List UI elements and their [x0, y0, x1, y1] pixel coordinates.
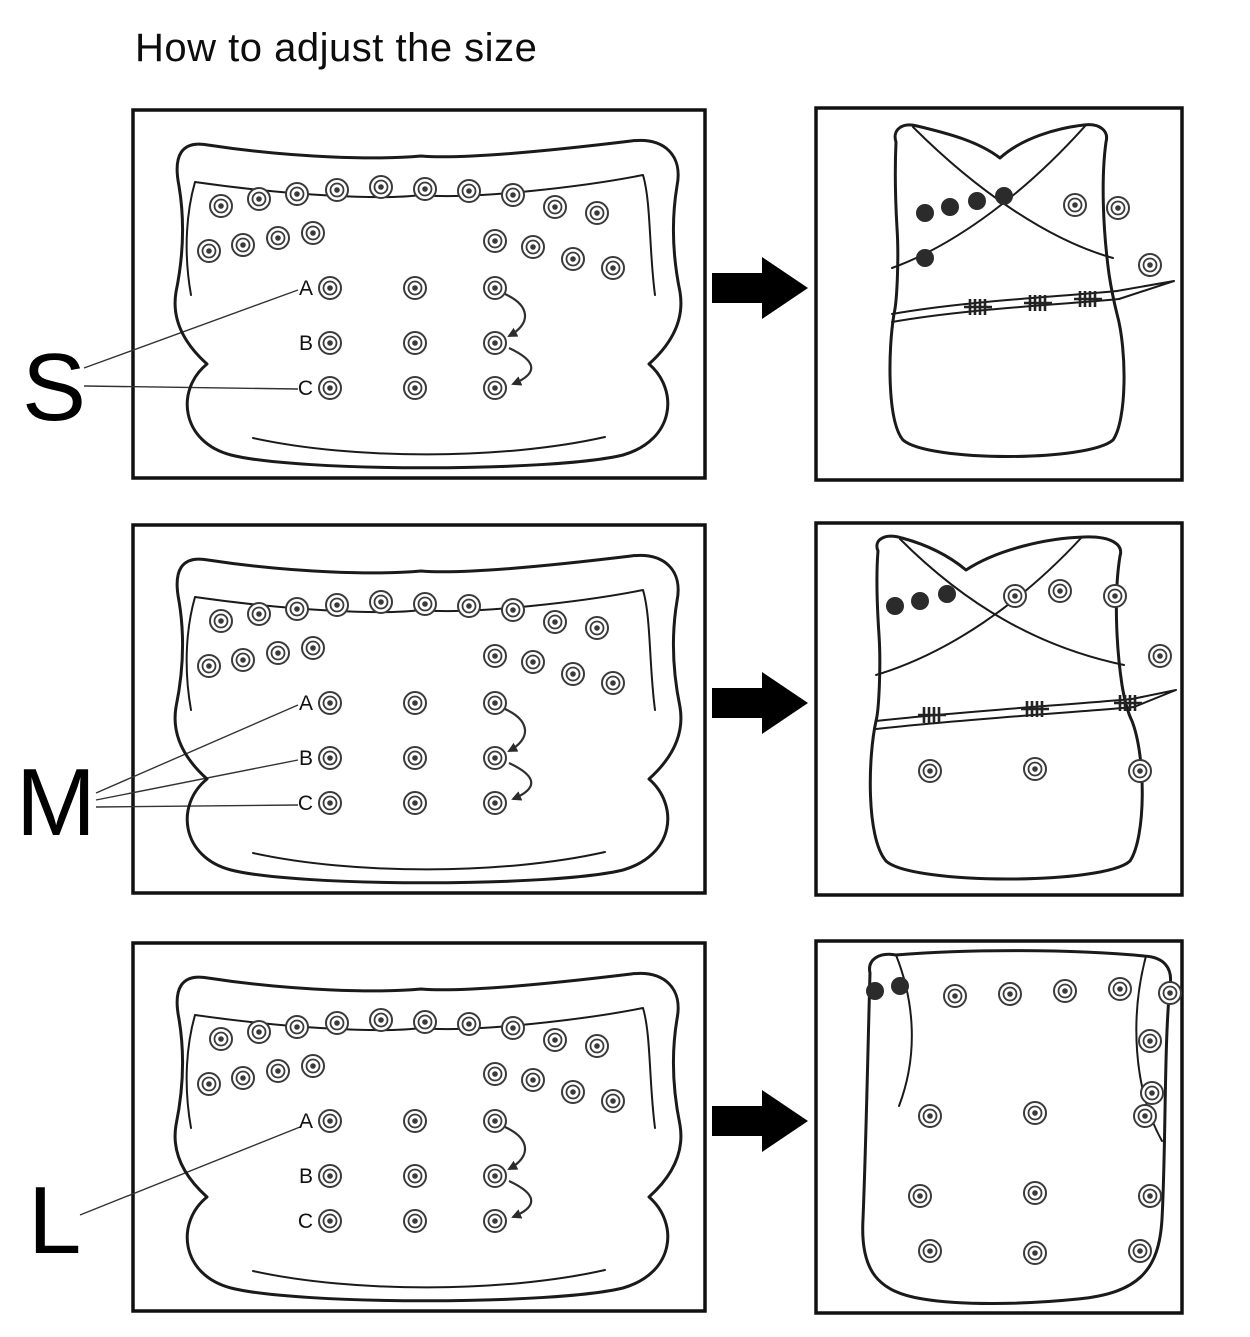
elastic-hatch-mark [1074, 291, 1102, 307]
snap-icon [918, 1239, 942, 1263]
snap-icon [1140, 1081, 1164, 1105]
left-panel-frame [131, 941, 707, 1313]
wing-fold-line [891, 124, 1087, 269]
snap-icon [1103, 584, 1127, 608]
snap-icon [1138, 1029, 1162, 1053]
right-arrow-icon [712, 257, 808, 319]
elastic-hatch-mark [964, 299, 992, 315]
snap-row-label-a: A [299, 277, 313, 300]
wing-fold-line [895, 954, 913, 1107]
snap-row-label-b: B [299, 332, 313, 355]
right-panel-frame [814, 521, 1184, 897]
snap-filled-icon [911, 592, 929, 610]
left-panel-frame [131, 108, 707, 480]
right-arrow-icon [712, 672, 808, 734]
leader-line-to-b [95, 759, 299, 801]
snap-icon [1003, 584, 1027, 608]
snap-icon [1023, 1181, 1047, 1205]
snap-icon [1023, 1241, 1047, 1265]
snap-filled-icon [941, 198, 959, 216]
snap-group [886, 579, 1172, 783]
diaper-folded-drawing-m [868, 534, 1177, 881]
size-row-l: L A B C [28, 939, 1184, 1315]
size-label-m: M [16, 749, 96, 856]
leader-line-to-a [79, 1126, 301, 1216]
snap-row-label-b: B [299, 747, 313, 770]
diaper-folded-drawing-s [888, 123, 1175, 458]
snap-row-label-c: C [298, 1210, 313, 1233]
size-label-l: L [28, 1167, 81, 1274]
right-panel-frame [814, 939, 1184, 1315]
wing-fold-line [875, 536, 1083, 676]
snap-filled-icon [968, 192, 986, 210]
snap-row-label-c: C [298, 377, 313, 400]
elastic-hatches [964, 291, 1102, 315]
snap-icon [1108, 977, 1132, 1001]
right-arrow-icon [712, 1090, 808, 1152]
snap-icon [918, 1104, 942, 1128]
snap-icon [1133, 1104, 1157, 1128]
snap-row-label-a: A [299, 692, 313, 715]
snap-filled-icon [916, 249, 934, 267]
diaper-flat-drawing [175, 973, 681, 1300]
diaper-flat-drawing [175, 140, 681, 467]
wing-fold-line [899, 538, 1125, 666]
snap-filled-icon [866, 982, 884, 1000]
diaper-folded-drawing-l [861, 949, 1182, 1305]
diaper-flat-drawing [175, 555, 681, 882]
snap-group [916, 187, 1162, 277]
snap-icon [1023, 1101, 1047, 1125]
snap-icon [918, 759, 942, 783]
snap-filled-icon [886, 597, 904, 615]
leader-line-to-a [83, 289, 299, 369]
leader-line-to-c [95, 804, 299, 808]
elastic-hatches [918, 695, 1142, 723]
snap-icon [943, 984, 967, 1008]
size-label-s: S [22, 334, 86, 441]
snap-icon [1128, 759, 1152, 783]
snap-row-label-c: C [298, 792, 313, 815]
wing-fold-line [912, 126, 1114, 259]
snap-icon [1148, 644, 1172, 668]
snap-icon [1023, 757, 1047, 781]
snap-icon [1053, 979, 1077, 1003]
elastic-hatch-mark [1024, 295, 1052, 311]
snap-filled-icon [995, 187, 1013, 205]
snap-icon [1138, 1184, 1162, 1208]
snap-filled-icon [916, 204, 934, 222]
snap-filled-icon [938, 585, 956, 603]
page-title: How to adjust the size [135, 26, 538, 70]
leader-line-to-a [95, 704, 299, 794]
snap-icon [1158, 981, 1182, 1005]
wing-tip [1116, 280, 1175, 300]
snap-row-label-a: A [299, 1110, 313, 1133]
wing-tip [1131, 689, 1177, 708]
elastic-hatch-mark [918, 707, 946, 723]
snap-group [866, 977, 1182, 1265]
snap-icon [1138, 253, 1162, 277]
snap-row-label-b: B [299, 1165, 313, 1188]
snap-icon [998, 982, 1022, 1006]
right-panel-frame [814, 106, 1184, 482]
snap-icon [1063, 193, 1087, 217]
elastic-hatch-mark [1021, 701, 1049, 717]
snap-icon [908, 1184, 932, 1208]
size-row-m: M A B C [16, 521, 1184, 897]
snap-icon [1048, 579, 1072, 603]
snap-icon [1106, 196, 1130, 220]
snap-filled-icon [891, 977, 909, 995]
size-row-s: S A B C [22, 106, 1184, 482]
snap-icon [1128, 1239, 1152, 1263]
left-panel-frame [131, 523, 707, 895]
elastic-hatch-mark [1114, 695, 1142, 711]
